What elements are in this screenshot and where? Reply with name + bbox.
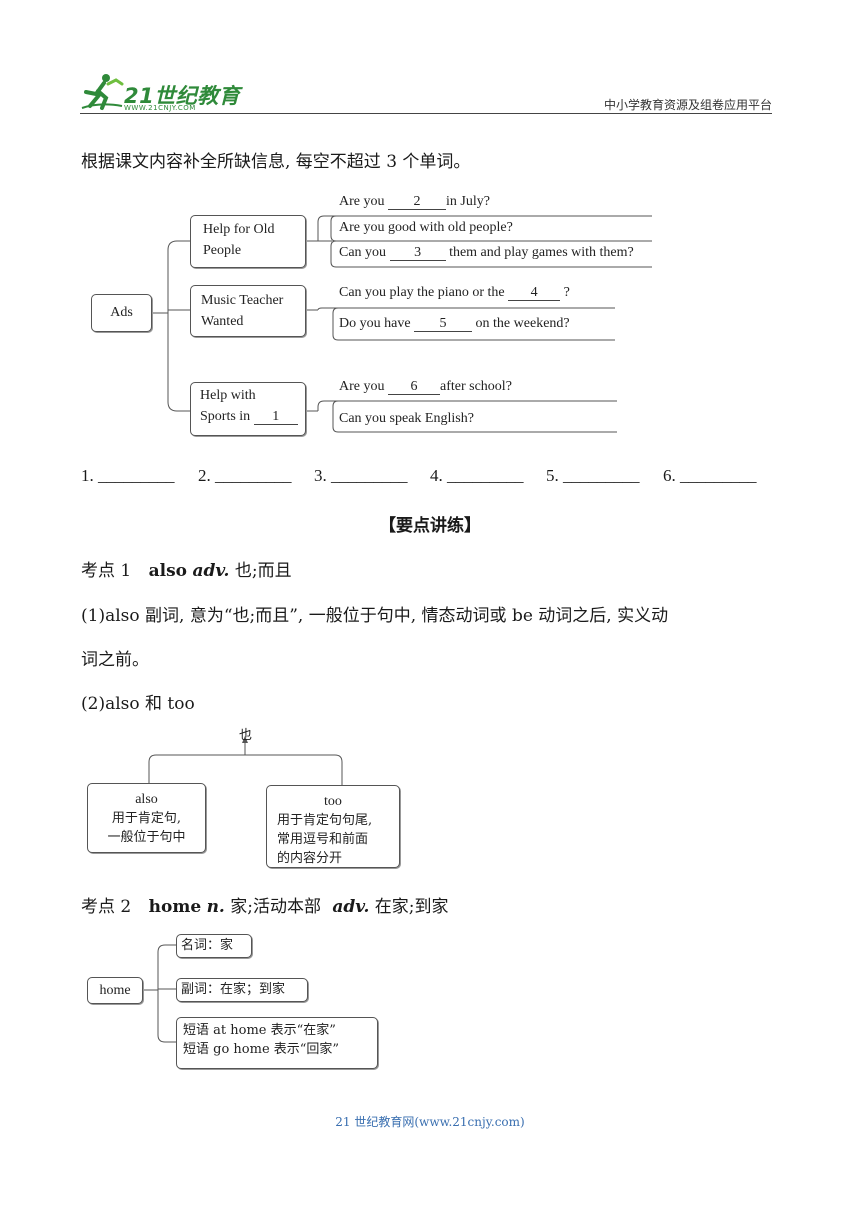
q-text: Do you have	[339, 316, 411, 331]
q-text: Can you	[339, 245, 387, 260]
point2-pos-noun: n.	[206, 897, 225, 917]
blank-3: 3	[389, 245, 446, 261]
footer-site-link[interactable]: 21 世纪教育网(www.21cnjy.com)	[335, 1115, 525, 1129]
blank-4: 4	[508, 285, 561, 301]
point2-meaning-adv: 在家;到家	[374, 897, 449, 917]
also-usage-box: also 用于肯定句, 一般位于句中	[87, 783, 206, 853]
point1-explain-line3: (2)also 和 too	[81, 694, 195, 714]
branch1-line2: People	[203, 243, 242, 258]
question-speak-english: Can you speak English?	[339, 411, 474, 426]
blank-6: 6	[388, 379, 440, 395]
branch1-line1: Help for Old	[203, 222, 275, 237]
answer-blank-6[interactable]: 6. _________	[663, 466, 757, 485]
question-piano-or-instrument: Can you play the piano or the 4 ?	[339, 285, 570, 301]
q-text: ?	[563, 285, 570, 300]
answer-blank-1[interactable]: 1. _________	[81, 466, 175, 485]
answer-blank-2[interactable]: 2. _________	[198, 466, 292, 485]
also-line1: 用于肯定句,	[111, 811, 182, 826]
section-title: 【要点讲练】	[379, 516, 481, 536]
point1-explain-line1: (1)also 副词, 意为“也;而且”, 一般位于句中, 情态动词或 be 动…	[81, 606, 669, 626]
point2-word: home	[148, 897, 202, 917]
home-adverb-box: 副词：在家；到家	[176, 978, 308, 1002]
too-usage-box: too 用于肯定句句尾, 常用逗号和前面 的内容分开	[266, 785, 400, 868]
answer-blank-3[interactable]: 3. _________	[314, 466, 408, 485]
logo-text: 21世纪教育	[124, 84, 241, 108]
mindmap-branch-music-teacher: Music Teacher Wanted	[190, 285, 306, 337]
header-divider	[80, 113, 772, 114]
phrase-at-home: 短语 at home 表示“在家”	[183, 1023, 336, 1038]
point1-label: 考点 1	[81, 561, 132, 581]
also-title: also	[135, 792, 158, 807]
point1-pos: adv.	[192, 561, 230, 581]
home-connectors	[143, 944, 176, 1043]
also-too-top-label: 也	[239, 728, 253, 743]
q-text: after school?	[440, 379, 512, 394]
logo-subtext: WWW.21CNJY.COM	[124, 104, 196, 112]
point1-explain-line2: 词之前。	[81, 650, 149, 670]
phrase-go-home: 短语 go home 表示“回家”	[183, 1042, 340, 1057]
q-text: Are you	[339, 194, 385, 209]
also-line2: 一般位于句中	[107, 830, 186, 845]
point1-heading: 考点 1 also adv. 也;而且	[81, 556, 292, 581]
home-phrase-box: 短语 at home 表示“在家” 短语 go home 表示“回家”	[176, 1017, 378, 1069]
mindmap-branch-help-old-people: Help for Old People	[190, 215, 306, 268]
question-talk-with-them: Can you 3 them and play games with them?	[339, 245, 634, 261]
home-noun-box: 名词：家	[176, 934, 252, 958]
blank-2: 2	[388, 194, 446, 210]
mindmap-connectors	[152, 215, 652, 433]
mindmap-branch-help-sports: Help with Sports in 1	[190, 382, 306, 436]
branch3-line1: Help with	[200, 388, 256, 403]
also-too-connectors	[148, 736, 343, 785]
q-text: Are you	[339, 379, 385, 394]
blank-1: 1	[253, 409, 298, 425]
mindmap-root-ads: Ads	[91, 294, 152, 332]
point1-word: also	[148, 561, 188, 581]
point2-label: 考点 2	[81, 897, 132, 917]
question-time-on-weekend: Do you have 5 on the weekend?	[339, 316, 570, 332]
q-text: on the weekend?	[475, 316, 570, 331]
answer-blank-4[interactable]: 4. _________	[430, 466, 524, 485]
point1-meaning: 也;而且	[234, 561, 292, 581]
too-line2: 常用逗号和前面	[277, 832, 369, 847]
logo-runner-icon	[81, 74, 124, 110]
point2-heading: 考点 2 home n. 家;活动本部 adv. 在家;到家	[81, 892, 449, 917]
too-line3: 的内容分开	[277, 851, 343, 866]
branch2-line2: Wanted	[201, 314, 244, 329]
q-text: in July?	[446, 194, 490, 209]
answer-blank-5[interactable]: 5. _________	[546, 466, 640, 485]
question-good-with-old-people: Are you good with old people?	[339, 220, 513, 235]
q-text: Can you play the piano or the	[339, 285, 505, 300]
branch2-line1: Music Teacher	[201, 293, 284, 308]
q-text: them and play games with them?	[449, 245, 634, 260]
header-platform-name: 中小学教育资源及组卷应用平台	[603, 98, 772, 112]
point2-meaning-noun: 家;活动本部	[230, 897, 321, 917]
point2-pos-adv: adv.	[332, 897, 370, 917]
too-line1: 用于肯定句句尾,	[277, 813, 373, 828]
instruction-text: 根据课文内容补全所缺信息, 每空不超过 3 个单词。	[81, 152, 471, 172]
branch3-line2-text: Sports in	[200, 409, 251, 424]
home-root-box: home	[87, 977, 143, 1004]
too-title: too	[324, 794, 342, 809]
branch3-line2: Sports in 1	[200, 406, 305, 427]
blank-5: 5	[414, 316, 473, 332]
